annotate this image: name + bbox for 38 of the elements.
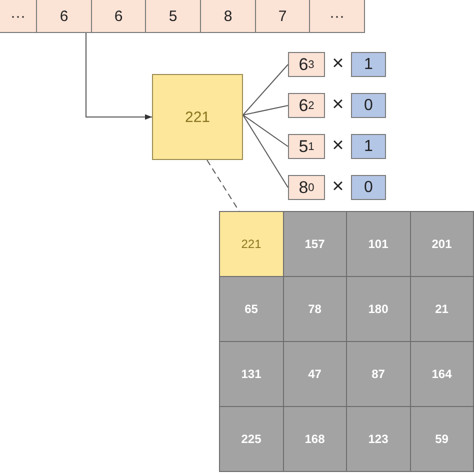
connector-line <box>242 105 288 116</box>
array-cell: 8 <box>200 0 256 33</box>
dashed-connector <box>206 160 240 212</box>
bit-box: 0 <box>351 93 386 118</box>
array-cell: 7 <box>255 0 310 33</box>
highlighted-value-box: 221 <box>152 74 243 160</box>
array-cell: ··· <box>0 0 37 33</box>
pixel-cell: 87 <box>346 341 410 407</box>
pixel-cell: 131 <box>219 341 284 407</box>
pixel-cell: 157 <box>282 211 347 277</box>
bit-box: 0 <box>351 175 386 200</box>
pixel-cell: 78 <box>282 276 347 342</box>
pixel-cell: 221 <box>219 211 284 277</box>
multiply-sign: × <box>332 176 344 198</box>
pixel-cell: 47 <box>282 341 347 407</box>
pixel-cell: 180 <box>346 276 410 342</box>
array-cell: 6 <box>91 0 146 33</box>
pixel-cell: 168 <box>282 406 347 472</box>
connector-line <box>242 114 288 188</box>
connector-line <box>86 32 152 120</box>
pixel-cell: 225 <box>219 406 284 472</box>
connector-line <box>242 64 288 116</box>
pixel-cell: 65 <box>219 276 284 342</box>
bit-box: 1 <box>351 134 386 159</box>
array-cell: 6 <box>36 0 92 33</box>
pixel-cell: 123 <box>346 406 410 472</box>
array-cell: ··· <box>309 0 365 33</box>
pixel-cell: 59 <box>410 406 474 472</box>
multiply-sign: × <box>332 134 344 158</box>
bit-box: 1 <box>351 52 386 77</box>
pixel-cell: 201 <box>410 211 474 277</box>
multiply-sign: × <box>332 94 344 116</box>
pixel-cell: 21 <box>410 276 474 342</box>
pixel-cell: 164 <box>410 341 474 407</box>
multiply-sign: × <box>332 52 344 76</box>
array-cell: 5 <box>145 0 201 33</box>
pixel-cell: 101 <box>346 211 410 277</box>
connector-line <box>242 114 288 147</box>
